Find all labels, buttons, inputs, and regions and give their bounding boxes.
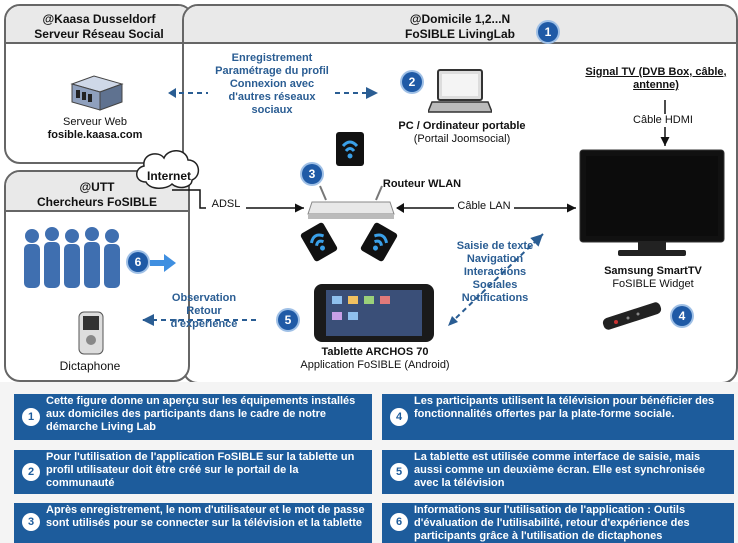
legend-num-4: 4 bbox=[390, 408, 408, 426]
adsl-label: ADSL bbox=[206, 198, 246, 211]
arrowhead-tablet bbox=[448, 316, 458, 326]
panel-domicile-title-1: @Domicile 1,2...N bbox=[409, 12, 511, 26]
arrow-right-icon bbox=[150, 254, 176, 272]
signal-tv-label: Signal TV (DVB Box, câble, antenne) bbox=[574, 66, 738, 92]
pc-title: PC / Ordinateur portable bbox=[398, 120, 526, 132]
cable-lan-label: Câble LAN bbox=[454, 200, 514, 213]
legend-item-1: 1 Cette figure donne un aperçu sur les é… bbox=[14, 394, 372, 440]
panel-utt-title-1: @UTT bbox=[79, 180, 115, 194]
legend-item-3: 3 Après enregistrement, le nom d'utilisa… bbox=[14, 503, 372, 543]
saisie-line-2: Navigation bbox=[466, 253, 524, 265]
signal-tv-line-2: antenne) bbox=[633, 79, 679, 91]
badge-3: 3 bbox=[302, 164, 322, 184]
badge-1: 1 bbox=[538, 22, 558, 42]
panel-kaasa-header: @Kaasa Dusseldorf Serveur Réseau Social bbox=[6, 6, 192, 44]
enregistrement-line-1: Enregistrement bbox=[231, 52, 313, 64]
cloud-icon bbox=[136, 150, 200, 189]
legend-num-3: 3 bbox=[22, 513, 40, 531]
dictaphone-label: Dictaphone bbox=[59, 359, 121, 373]
line-tablet-tv bbox=[455, 233, 544, 319]
remote-icon bbox=[602, 302, 662, 330]
legend-num-1: 1 bbox=[22, 408, 40, 426]
enregistrement-text: Enregistrement Paramétrage du profil Con… bbox=[200, 52, 344, 117]
observation-text: Observation Retour d'expérience bbox=[154, 292, 254, 331]
panel-domicile-header: @Domicile 1,2...N FoSIBLE LivingLab bbox=[184, 6, 736, 44]
badge-6: 6 bbox=[128, 252, 148, 272]
badge-4: 4 bbox=[672, 306, 692, 326]
tablet-subtitle: Application FoSIBLE (Android) bbox=[300, 359, 450, 371]
enregistrement-line-5: sociaux bbox=[251, 104, 293, 116]
internet-label: Internet bbox=[146, 169, 191, 183]
dictaphone-icon bbox=[78, 311, 104, 355]
legend-text-1: Cette figure donne un aperçu sur les équ… bbox=[46, 395, 356, 433]
legend-text-2: Pour l'utilisation de l'application FoSI… bbox=[46, 451, 355, 489]
legend-num-6: 6 bbox=[390, 513, 408, 531]
badge-5: 5 bbox=[278, 310, 298, 330]
legend-num-2: 2 bbox=[22, 463, 40, 481]
tablet-icon bbox=[314, 284, 434, 342]
saisie-line-4: Sociales bbox=[472, 279, 518, 291]
line-adsl bbox=[172, 189, 304, 213]
legend-text-4: Les participants utilisent la télévision… bbox=[414, 395, 715, 420]
observation-line-1: Observation bbox=[171, 292, 237, 304]
laptop-icon bbox=[428, 69, 492, 113]
arrowhead-server bbox=[168, 88, 176, 98]
panel-kaasa-title-1: @Kaasa Dusseldorf bbox=[42, 12, 156, 26]
server-icon bbox=[70, 75, 124, 111]
tablet-title: Tablette ARCHOS 70 bbox=[321, 346, 429, 358]
legend-text-5: La tablette est utilisée comme interface… bbox=[414, 451, 706, 489]
wifi-icon-top bbox=[336, 132, 364, 166]
cable-hdmi-label: Câble HDMI bbox=[608, 114, 718, 127]
legend-text-6: Informations sur l'utilisation de l'appl… bbox=[414, 504, 690, 542]
wifi-icon-right bbox=[359, 221, 399, 263]
smarttv-title: Samsung SmartTV bbox=[604, 265, 702, 277]
legend-item-4: 4 Les participants utilisent la télévisi… bbox=[382, 394, 734, 440]
panel-utt-title-2: Chercheurs FoSIBLE bbox=[36, 195, 158, 209]
pc-subtitle: (Portail Joomsocial) bbox=[413, 133, 511, 145]
arrowhead-lan-left bbox=[396, 203, 404, 213]
router-label: Routeur WLAN bbox=[382, 178, 462, 190]
legend-item-6: 6 Informations sur l'utilisation de l'ap… bbox=[382, 503, 734, 543]
legend-num-5: 5 bbox=[390, 463, 408, 481]
people-icon bbox=[24, 227, 120, 288]
panel-kaasa-title-2: Serveur Réseau Social bbox=[34, 27, 164, 41]
observation-line-3: d'expérience bbox=[170, 318, 238, 330]
legend-item-5: 5 La tablette est utilisée comme interfa… bbox=[382, 450, 734, 494]
enregistrement-line-3: Connexion avec bbox=[229, 78, 315, 90]
observation-line-2: Retour bbox=[186, 305, 222, 317]
saisie-text: Saisie de texte Navigation Interactions … bbox=[434, 240, 556, 305]
saisie-line-5: Notifications bbox=[461, 292, 529, 304]
panel-kaasa: @Kaasa Dusseldorf Serveur Réseau Social bbox=[4, 4, 194, 164]
legend-text-3: Après enregistrement, le nom d'utilisate… bbox=[46, 504, 365, 529]
panel-domicile: @Domicile 1,2...N FoSIBLE LivingLab bbox=[182, 4, 738, 384]
tv-icon bbox=[579, 149, 725, 256]
saisie-line-3: Interactions bbox=[463, 266, 527, 278]
enregistrement-line-4: d'autres réseaux bbox=[228, 91, 316, 103]
panel-utt-header: @UTT Chercheurs FoSIBLE bbox=[6, 172, 188, 212]
badge-2: 2 bbox=[402, 72, 422, 92]
server-web-label: Serveur Web bbox=[63, 116, 127, 128]
enregistrement-line-2: Paramétrage du profil bbox=[215, 65, 329, 77]
saisie-line-1: Saisie de texte bbox=[456, 240, 534, 252]
wifi-icon-left bbox=[299, 221, 339, 263]
smarttv-subtitle: FoSIBLE Widget bbox=[612, 278, 694, 290]
panel-domicile-title-2: FoSIBLE LivingLab bbox=[405, 27, 515, 41]
router-icon bbox=[307, 185, 395, 219]
server-url-label: fosible.kaasa.com bbox=[47, 129, 143, 141]
legend-item-2: 2 Pour l'utilisation de l'application Fo… bbox=[14, 450, 372, 494]
signal-tv-line-1: Signal TV (DVB Box, câble, bbox=[585, 66, 727, 78]
